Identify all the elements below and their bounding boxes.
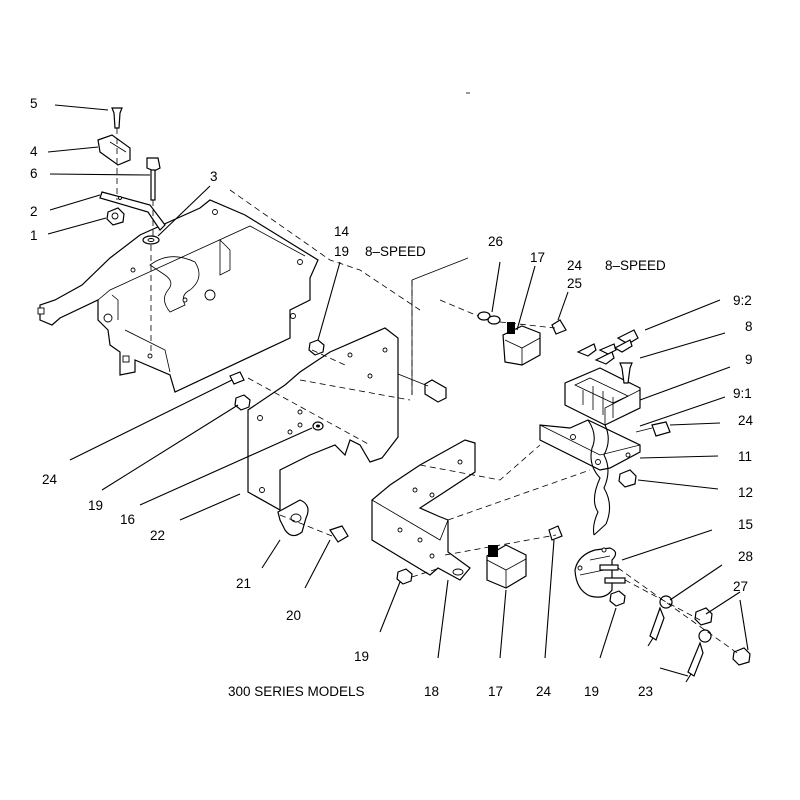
fuses-part-9-2 (576, 329, 639, 365)
cable-centerline (617, 567, 741, 656)
title-300-series-models: 300 SERIES MODELS (228, 684, 365, 699)
screw-part-24-right (635, 421, 671, 437)
callout-19-bottom-right: 19 (584, 684, 599, 699)
hardware-small-parts (229, 311, 626, 607)
callout-9: 9 (745, 352, 753, 367)
callout-9-1: 9:1 (733, 386, 752, 401)
fuse-block-part-9 (564, 367, 641, 426)
callout-17-bottom: 17 (488, 684, 503, 699)
label-8-speed-right: 8–SPEED (605, 258, 666, 273)
bolt-part-6 (146, 157, 161, 201)
callout-19-top: 19 (334, 244, 349, 259)
solenoid-part-15 (574, 547, 626, 598)
callout-25: 25 (567, 276, 582, 291)
callout-24-right: 24 (738, 413, 754, 428)
screw-part-5 (111, 107, 123, 129)
callout-26: 26 (488, 234, 503, 249)
chassis-plate (37, 199, 319, 393)
callout-12: 12 (738, 485, 753, 500)
rear-plate-outline (411, 257, 469, 395)
callout-19-bottom: 19 (354, 649, 369, 664)
callout-1: 1 (30, 228, 38, 243)
callout-24-bottom: 24 (536, 684, 552, 699)
assembly-lines (229, 189, 591, 578)
washer-part-3 (142, 235, 160, 245)
callout-6: 6 (30, 166, 38, 181)
assembly-centerline-top (116, 128, 154, 355)
callout-22: 22 (150, 528, 165, 543)
bracket-part-18 (371, 439, 476, 581)
callout-28: 28 (738, 549, 753, 564)
callout-27: 27 (733, 579, 748, 594)
mount-plate-part-11 (539, 419, 641, 471)
callout-17-top: 17 (530, 250, 545, 265)
relay-part-17-top (502, 322, 541, 366)
callout-5: 5 (30, 96, 38, 111)
callout-2: 2 (30, 204, 38, 219)
callout-3: 3 (210, 169, 218, 184)
cable-part-23 (685, 629, 712, 683)
callout-8: 8 (745, 319, 753, 334)
callout-24-left: 24 (42, 472, 58, 487)
nut-part-12 (618, 469, 637, 488)
callout-23: 23 (638, 684, 653, 699)
callout-4: 4 (30, 144, 38, 159)
callout-19-left: 19 (88, 498, 103, 513)
callout-15: 15 (738, 517, 753, 532)
cable-part-28 (647, 595, 673, 647)
callout-11: 11 (738, 449, 752, 464)
callout-16: 16 (120, 512, 135, 527)
callouts: 5 4 6 3 2 1 14 19 8–SPEED 26 17 24 25 8–… (30, 96, 754, 699)
callout-20: 20 (286, 608, 301, 623)
callout-24-top: 24 (567, 258, 583, 273)
wiring-harness (587, 419, 611, 536)
leader-lines (47, 104, 749, 677)
label-8-speed-left: 8–SPEED (365, 244, 426, 259)
switch-part-4 (97, 134, 131, 166)
callout-18: 18 (424, 684, 439, 699)
nut-part-1 (106, 207, 125, 226)
screw-part-8 (619, 362, 633, 384)
callout-21: 21 (236, 576, 251, 591)
bracket-part-2 (99, 191, 166, 231)
relay-part-17-bottom (486, 544, 527, 589)
callout-14: 14 (334, 224, 350, 239)
callout-9-2: 9:2 (733, 293, 752, 308)
